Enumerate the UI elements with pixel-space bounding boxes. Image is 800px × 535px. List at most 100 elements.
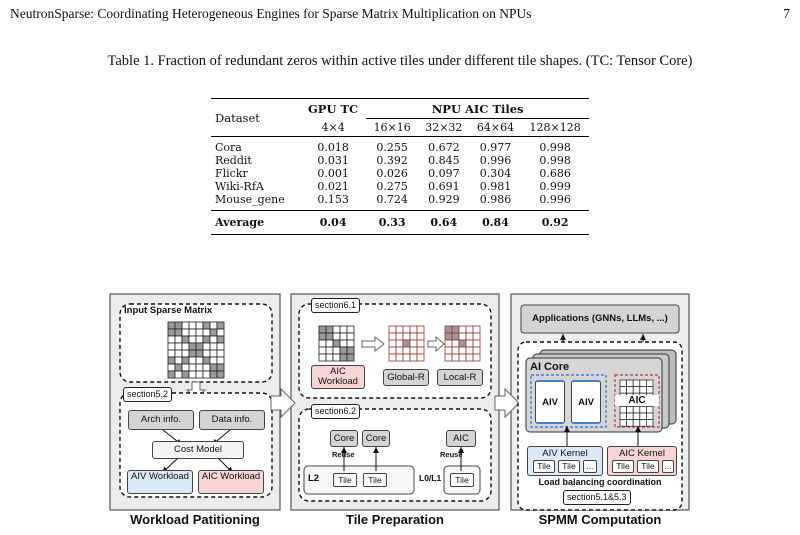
grid-cell: [332, 325, 341, 334]
table-row: Reddit 0.031 0.392 0.845 0.996 0.998: [211, 154, 589, 167]
grid-cell: [174, 349, 183, 358]
grid-cell: [639, 405, 647, 414]
grid-cell: [181, 328, 190, 337]
results-table: Dataset GPU TC NPU AIC Tiles 4×4 16×16 3…: [211, 98, 589, 235]
cell: 0.275: [376, 179, 408, 193]
cell: 0.986: [479, 192, 512, 206]
grid-cell: [209, 349, 218, 358]
right-arrow-icon: [494, 387, 520, 419]
grid-cell: [646, 419, 654, 427]
cell: 0.672: [428, 140, 460, 154]
grid-cell: [632, 405, 641, 414]
grid-cell: [202, 321, 211, 330]
grid-cell: [209, 321, 218, 330]
size-32: 32×32: [425, 121, 463, 134]
grid-cell: [332, 332, 341, 341]
grid-cell: [626, 379, 634, 387]
grid-cell: [216, 335, 225, 344]
grid-cell: [339, 346, 348, 355]
grid-cell: [395, 339, 404, 348]
grid-cell: [325, 325, 334, 334]
grid-cell: [402, 325, 411, 334]
grid-cell: [181, 363, 190, 372]
tile-chip: Tile: [558, 460, 580, 473]
right-arrow-icon: [427, 335, 445, 353]
section61-tag: section6.1: [311, 298, 361, 313]
grid-cell: [216, 321, 225, 330]
cell: 0.304: [479, 166, 512, 180]
cost-model-box: Cost Model: [152, 441, 244, 459]
apps-box: [520, 304, 680, 334]
cell: 0.001: [317, 166, 349, 180]
grid-cell: [216, 349, 225, 358]
cell: 0.724: [376, 192, 408, 206]
grid-cell: [188, 342, 197, 351]
grid-cell: [181, 335, 190, 344]
grid-cell: [626, 405, 634, 414]
grid-cell: [388, 346, 397, 355]
cell: 0.018: [317, 140, 349, 154]
tile-chip: ...: [583, 460, 597, 473]
grid-cell: [195, 349, 204, 358]
table-size-row: 4×4 16×16 32×32 64×64 128×128: [211, 119, 589, 137]
grid-cell: [402, 332, 411, 341]
grid-cell: [632, 386, 641, 394]
grid-cell: [416, 346, 425, 355]
grid-cell: [167, 328, 176, 337]
aic-workload-box-2: AIC Workload: [311, 365, 365, 389]
grid-cell: [325, 353, 334, 362]
grid-cell: [395, 325, 404, 334]
group-npu: NPU AIC Tiles: [366, 98, 589, 119]
grid-cell: [332, 353, 341, 362]
grid-cell: [444, 325, 453, 334]
cell: 0.153: [317, 192, 349, 206]
grid-cell: [465, 325, 474, 334]
table-header-row: Dataset GPU TC NPU AIC Tiles: [211, 98, 589, 137]
input-matrix-grid: [167, 321, 225, 379]
grid-cell: [472, 339, 481, 348]
grid-cell: [639, 386, 647, 394]
row-name: Average: [215, 215, 265, 229]
grid-cell: [402, 339, 411, 348]
grid-cell: [451, 325, 460, 334]
grid-cell: [409, 325, 418, 334]
cell: 0.981: [479, 179, 512, 193]
col-dataset: Dataset: [211, 98, 300, 137]
grid-cell: [188, 321, 197, 330]
cell: 0.996: [539, 192, 571, 206]
row-name: Cora: [215, 140, 242, 154]
grid-cell: [388, 339, 397, 348]
aic-workload-box: AIC Workload: [198, 470, 264, 494]
grid-cell: [402, 346, 411, 355]
grid-cell: [339, 332, 348, 341]
grid-cell: [395, 346, 404, 355]
row-name: Flickr: [215, 166, 248, 180]
grid-cell: [458, 339, 467, 348]
grid-cell: [458, 325, 467, 334]
grid-cell: [465, 346, 474, 355]
tile-chip: Tile: [533, 460, 555, 473]
aiv-unit: AIV: [535, 380, 565, 424]
grid-cell: [174, 328, 183, 337]
grid-cell: [339, 325, 348, 334]
grid-cell: [188, 349, 197, 358]
grid-cell: [202, 342, 211, 351]
grid-cell: [339, 339, 348, 348]
grid-cell: [167, 335, 176, 344]
grid-cell: [216, 363, 225, 372]
grid-cell: [167, 342, 176, 351]
cell: 0.097: [428, 166, 460, 180]
table-average-row: Average 0.04 0.33 0.64 0.84 0.92: [211, 210, 589, 234]
grid-cell: [174, 335, 183, 344]
grid-cell: [195, 335, 204, 344]
grid-cell: [451, 339, 460, 348]
grid-cell: [167, 370, 176, 379]
aic-kernel-label: AIC Kernel: [619, 448, 665, 459]
cell: 0.392: [376, 153, 408, 167]
grid-cell: [167, 349, 176, 358]
grid-cell: [619, 405, 627, 414]
table-row: Wiki-RfA 0.021 0.275 0.691 0.981 0.999: [211, 180, 589, 193]
grid-cell: [188, 363, 197, 372]
grid-cell: [174, 356, 183, 365]
